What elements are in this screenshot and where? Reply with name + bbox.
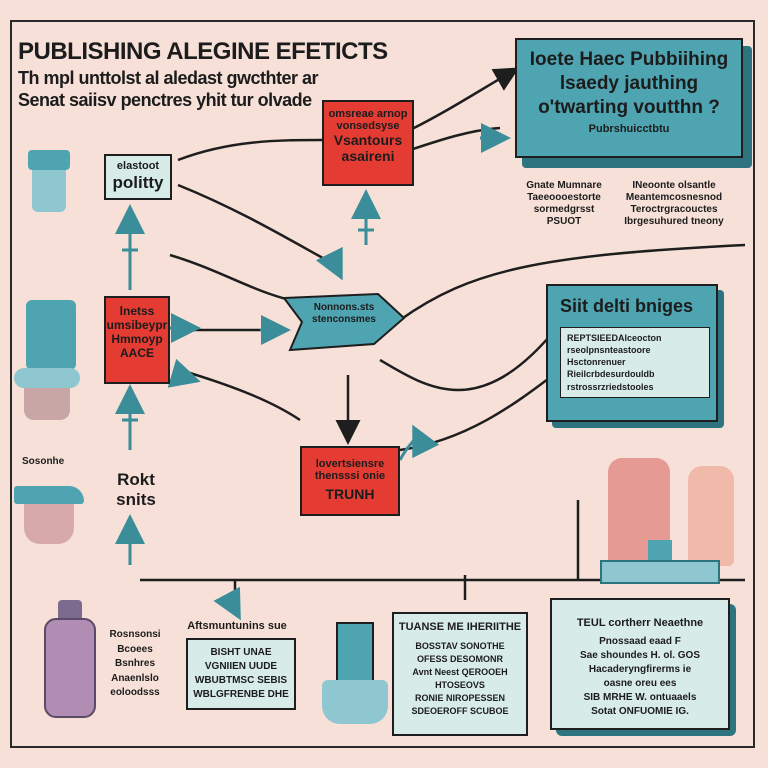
left-label-1: elastoot politty (104, 154, 172, 200)
diagram-subtitle-line-2: Senat saiisv penctres yhit tur olvade (18, 90, 312, 110)
top-red-box: omsreae arnop vonsedsyse Vsantours asair… (322, 100, 414, 186)
bowl-icon (14, 368, 80, 422)
center-red-box: lovertsiensre thensssi onie TRUNH (300, 446, 400, 516)
side-left-label: Sosonhe (22, 456, 65, 467)
bottom-box-2: TUANSE ME IHERIITHE BOSSTAV SONOTHE OFES… (392, 612, 528, 736)
diagram-title: PUBLISHING ALEGINE EFETICTS (18, 38, 388, 65)
center-arrow-label: Nonnons.sts stenconsmes (312, 302, 376, 325)
bottom-box-3: TEUL cortherr Neaethne Pnossaad eaad F S… (550, 598, 730, 730)
notes-left: Gnate Mumnare Taeeoooestorte sormedgrsst… (526, 180, 602, 227)
top-right-box: Ioete Haec Pubbiihing lsaedy jauthing o'… (515, 38, 743, 158)
small-bowl-icon (322, 680, 388, 724)
stand-icon (600, 540, 720, 590)
right-panel: Siit delti bniges REPTSIEEDAlceocton rse… (546, 284, 718, 422)
diagram-subtitle-line-1: Th mpl unttolst al aledast gwcthter ar (18, 68, 319, 88)
blue-container-icon (336, 622, 374, 684)
dish-icon (14, 486, 84, 556)
peach-jar-icon (688, 466, 734, 566)
right-panel-header: Siit delti bniges (560, 296, 694, 316)
cup-icon (28, 150, 70, 212)
side-list: Rosnsonsi Bcoees Bsnhres Anaenlslo eoloo… (109, 629, 161, 698)
center-arrow-shape (282, 292, 406, 352)
left-label-2: Rokt snits (116, 470, 156, 510)
bottle-icon (44, 600, 96, 720)
left-red-box: lnetss umsibeypr Hmmoyp AACE (104, 296, 170, 384)
blue-jar-icon (26, 300, 76, 370)
bottom-box-1: Aftsmuntunins sue BISHT UNAE VGNIIEN UUD… (176, 620, 298, 732)
notes-right: INeoonte olsantle Meantemcosnesnod Teroc… (624, 180, 724, 227)
diagram-frame (10, 20, 755, 748)
